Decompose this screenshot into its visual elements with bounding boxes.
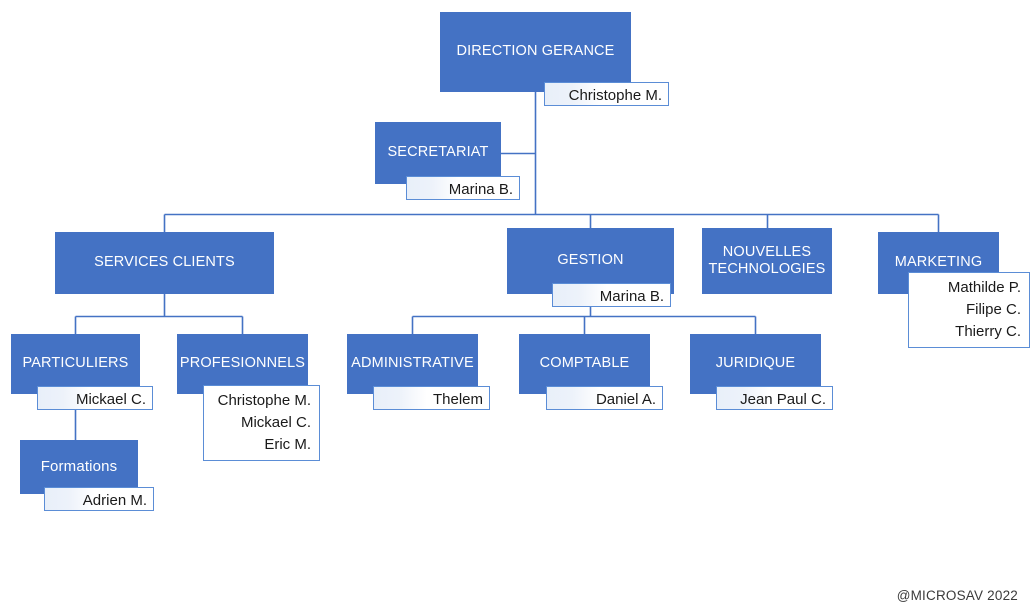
org-node-nameplate-administrative[interactable]: Thelem	[373, 386, 490, 410]
org-node-secretariat[interactable]: SECRETARIAT	[375, 122, 501, 184]
org-node-nameplate-direction[interactable]: Christophe M.	[544, 82, 669, 106]
org-node-label-secretariat: SECRETARIAT	[387, 144, 489, 161]
org-node-nameplate-juridique[interactable]: Jean Paul C.	[716, 386, 833, 410]
org-node-juridique[interactable]: JURIDIQUE	[690, 334, 821, 394]
person-name: Christophe M.	[217, 392, 311, 409]
org-node-administrative[interactable]: ADMINISTRATIVE	[347, 334, 478, 394]
person-name: Mickael C.	[240, 414, 311, 432]
person-name: Adrien M.	[82, 492, 147, 509]
person-name: Daniel A.	[595, 391, 656, 408]
org-node-label-direction: DIRECTION GERANCE	[456, 43, 615, 60]
org-node-label-nouvelles-technologies: NOUVELLES TECHNOLOGIES	[708, 243, 826, 277]
footer-credit: @MICROSAV 2022	[896, 588, 1018, 603]
org-node-label-formations: Formations	[40, 458, 118, 475]
org-node-nameplate-gestion[interactable]: Marina B.	[552, 283, 671, 307]
org-node-particuliers[interactable]: PARTICULIERS	[11, 334, 140, 394]
org-node-label-services-clients: SERVICES CLIENTS	[94, 254, 235, 271]
org-node-label-comptable: COMPTABLE	[539, 355, 630, 372]
org-node-nouvelles-technologies[interactable]: NOUVELLES TECHNOLOGIES	[702, 228, 832, 294]
person-name: Mickael C.	[75, 391, 146, 408]
org-node-nameplate-secretariat[interactable]: Marina B.	[406, 176, 520, 200]
person-name: Jean Paul C.	[740, 391, 826, 408]
org-node-label-gestion: GESTION	[557, 252, 624, 269]
person-name: Marina B.	[599, 288, 664, 305]
org-node-label-administrative: ADMINISTRATIVE	[351, 355, 474, 372]
person-name: Eric M.	[264, 436, 311, 454]
person-name: Mathilde P.	[947, 279, 1021, 296]
org-node-comptable[interactable]: COMPTABLE	[519, 334, 650, 394]
org-node-nameplate-formations[interactable]: Adrien M.	[44, 487, 154, 511]
org-node-label-particuliers: PARTICULIERS	[22, 355, 129, 372]
org-node-direction[interactable]: DIRECTION GERANCE	[440, 12, 631, 92]
person-name: Thelem	[432, 391, 483, 408]
org-node-nameplate-profesionnels[interactable]: Christophe M. Mickael C. Eric M.	[203, 385, 320, 461]
org-node-services-clients[interactable]: SERVICES CLIENTS	[55, 232, 274, 294]
person-name: Marina B.	[448, 181, 513, 198]
person-name: Christophe M.	[568, 87, 662, 104]
org-node-label-marketing: MARKETING	[894, 254, 983, 271]
org-node-nameplate-particuliers[interactable]: Mickael C.	[37, 386, 153, 410]
org-node-profesionnels[interactable]: PROFESIONNELS	[177, 334, 308, 394]
person-name: Filipe C.	[965, 301, 1021, 319]
person-name: Thierry C.	[955, 323, 1021, 341]
org-node-label-profesionnels: PROFESIONNELS	[179, 355, 306, 372]
org-node-label-juridique: JURIDIQUE	[715, 355, 796, 372]
org-node-formations[interactable]: Formations	[20, 440, 138, 494]
org-node-nameplate-marketing[interactable]: Mathilde P. Filipe C. Thierry C.	[908, 272, 1030, 348]
org-node-nameplate-comptable[interactable]: Daniel A.	[546, 386, 663, 410]
